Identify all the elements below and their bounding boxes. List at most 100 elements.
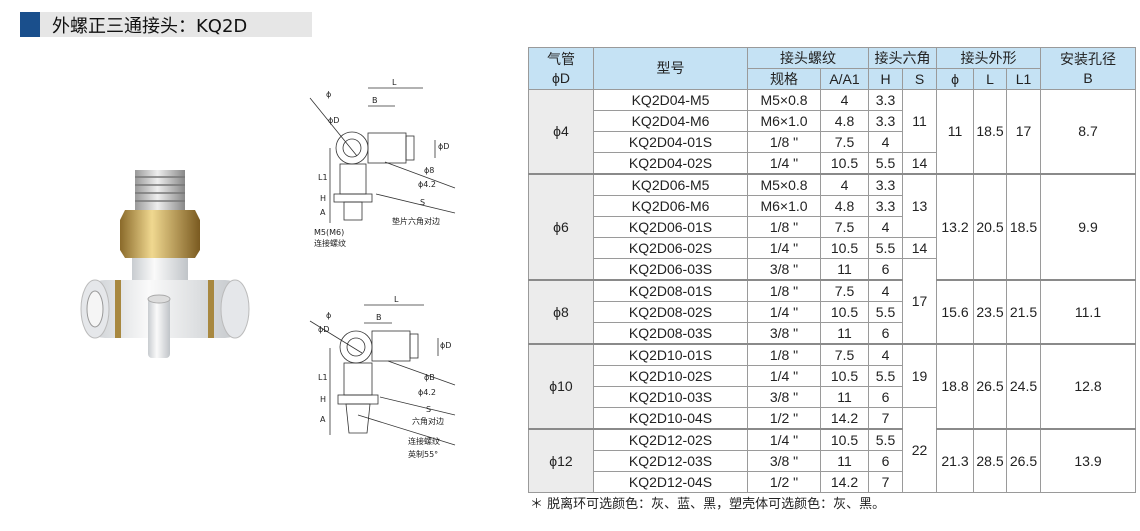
label-s: S — [426, 405, 432, 414]
label-l: L — [394, 295, 399, 304]
label-l1: L1 — [318, 373, 328, 382]
h-cell: 5.5 — [868, 237, 903, 259]
label-l: L — [392, 78, 397, 87]
h-cell: 3.3 — [868, 173, 903, 196]
a-cell: 4 — [820, 89, 869, 111]
footnote: ＊ 脱离环可选颜色：灰、蓝、黑，塑壳体可选颜色：灰、黑。 — [530, 497, 886, 512]
s-cell: 17 — [902, 258, 937, 345]
header-model: 型号 — [593, 47, 748, 90]
h-cell: 5.5 — [868, 365, 903, 387]
h-cell: 4 — [868, 216, 903, 238]
label-phi: ϕ — [326, 90, 332, 99]
spec-cell: 3/8 " — [747, 322, 821, 345]
pipe-size-cell: ϕ6 — [528, 173, 594, 281]
label-b: B — [376, 313, 382, 322]
label-h: H — [320, 194, 327, 203]
title-marker — [20, 12, 40, 37]
spec-cell: 3/8 " — [747, 386, 821, 408]
label-thread: M5(M6) — [314, 228, 345, 237]
pipe-size-cell: ϕ12 — [528, 428, 594, 493]
label-h: H — [320, 395, 327, 404]
s-cell: 14 — [902, 237, 937, 259]
a-cell: 4.8 — [820, 195, 869, 217]
label-phid-right: ϕD — [440, 341, 452, 350]
spec-cell: 3/8 " — [747, 450, 821, 472]
h-cell: 6 — [868, 450, 903, 472]
a-cell: 7.5 — [820, 216, 869, 238]
s-cell: 13 — [902, 173, 937, 238]
label-s: S — [420, 198, 426, 207]
product-photo — [80, 170, 250, 358]
a-cell: 11 — [820, 258, 869, 281]
spec-cell: 1/8 " — [747, 131, 821, 153]
pipe-size-cell: ϕ8 — [528, 279, 594, 345]
l1-cell: 24.5 — [1006, 343, 1041, 430]
s-cell: 11 — [902, 89, 937, 153]
spec-cell: M5×0.8 — [747, 89, 821, 111]
a-cell: 11 — [820, 450, 869, 472]
phi-cell: 11 — [936, 89, 974, 175]
a-cell: 10.5 — [820, 152, 869, 175]
label-b: B — [372, 96, 378, 105]
model-cell: KQ2D08-01S — [593, 279, 748, 302]
a-cell: 10.5 — [820, 365, 869, 387]
label-phi: ϕ — [326, 311, 332, 320]
spec-cell: M5×0.8 — [747, 173, 821, 196]
model-cell: KQ2D12-04S — [593, 471, 748, 493]
h-cell: 3.3 — [868, 89, 903, 111]
model-cell: KQ2D04-01S — [593, 131, 748, 153]
a-cell: 7.5 — [820, 279, 869, 302]
a-cell: 7.5 — [820, 343, 869, 366]
label-thread2: 连接螺纹 — [314, 239, 346, 248]
model-cell: KQ2D08-03S — [593, 322, 748, 345]
label-hex: 六角对边 — [412, 417, 444, 426]
l1-cell: 26.5 — [1006, 428, 1041, 493]
model-cell: KQ2D04-M6 — [593, 110, 748, 132]
label-phid-right: ϕD — [438, 142, 450, 151]
h-cell: 3.3 — [868, 110, 903, 132]
label-phib: ϕB — [424, 373, 435, 382]
label-a: A — [320, 415, 326, 424]
header-phi: ϕ — [936, 68, 974, 90]
h-cell: 4 — [868, 343, 903, 366]
model-cell: KQ2D10-02S — [593, 365, 748, 387]
spec-cell: M6×1.0 — [747, 195, 821, 217]
spec-cell: 1/4 " — [747, 365, 821, 387]
model-cell: KQ2D06-02S — [593, 237, 748, 259]
dimension-drawing-metric: L B ϕ ϕD ϕD L1 H A ϕ8 ϕ4.2 S 垫片六角对边 M5(M… — [300, 78, 460, 248]
pipe-size-cell: ϕ10 — [528, 343, 594, 430]
a-cell: 7.5 — [820, 131, 869, 153]
header-thread: 接头螺纹 — [747, 47, 869, 69]
l-cell: 28.5 — [973, 428, 1007, 493]
label-phid: ϕD — [328, 116, 340, 125]
label-washer: 垫片六角对边 — [392, 217, 440, 226]
header-shape: 接头外形 — [936, 47, 1041, 69]
header-spec: 规格 — [747, 68, 821, 90]
header-l: L — [973, 68, 1007, 90]
l1-cell: 17 — [1006, 89, 1041, 175]
hole-cell: 9.9 — [1040, 173, 1136, 281]
phi-cell: 21.3 — [936, 428, 974, 493]
hole-cell: 11.1 — [1040, 279, 1136, 345]
h-cell: 4 — [868, 279, 903, 302]
l1-cell: 18.5 — [1006, 173, 1041, 281]
a-cell: 11 — [820, 386, 869, 408]
model-cell: KQ2D08-02S — [593, 301, 748, 323]
spec-cell: 1/8 " — [747, 279, 821, 302]
h-cell: 5.5 — [868, 152, 903, 175]
l-cell: 18.5 — [973, 89, 1007, 175]
header-h: H — [868, 68, 903, 90]
section-title: 外螺正三通接头：KQ2D — [20, 12, 312, 37]
spec-cell: 1/4 " — [747, 428, 821, 451]
hole-cell: 8.7 — [1040, 89, 1136, 175]
